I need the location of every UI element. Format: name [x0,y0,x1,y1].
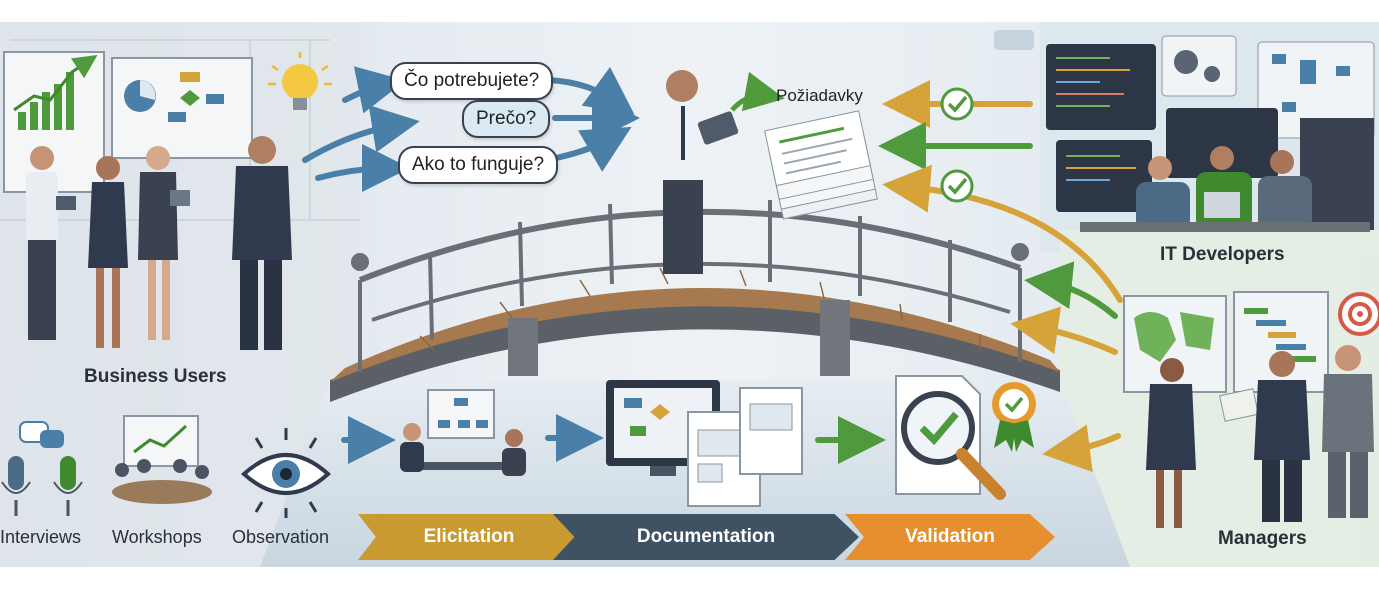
question-bubble: Prečo? [462,100,551,138]
business-users-people [26,136,292,350]
technique-workshops: Workshops [112,527,202,547]
flowchart-board [111,57,253,159]
technique-observation: Observation [232,527,330,547]
business-users-label: Business Users [84,366,227,387]
requirements-label: Požiadavky [776,86,863,105]
it-developers-label: IT Developers [1160,244,1285,265]
growth-chart-board [3,51,105,193]
workshop-icon [112,415,212,504]
meeting-icon [400,389,526,476]
check-icon [940,169,974,203]
check-icon [940,87,974,121]
technique-interviews: Interviews [0,527,82,547]
eye-icon [241,428,331,518]
bridge [330,200,1060,402]
managers-label: Managers [1218,528,1307,549]
it-developers-workspace [994,30,1375,232]
requirements-documents [730,71,878,220]
phase-documentation: Documentation [553,514,859,560]
managers-workspace [1123,291,1379,528]
documentation-icon [606,380,803,507]
lightbulb-icon [268,52,332,110]
business-analyst [660,70,739,274]
validation-icon [895,375,1036,500]
phase-validation: Validation [845,514,1055,560]
phase-elicitation: Elicitation [358,514,580,560]
target-icon [1338,292,1379,336]
question-bubble: Čo potrebujete? [390,62,554,100]
question-bubble: Ako to funguje? [398,146,559,184]
interview-icons [1,421,83,516]
